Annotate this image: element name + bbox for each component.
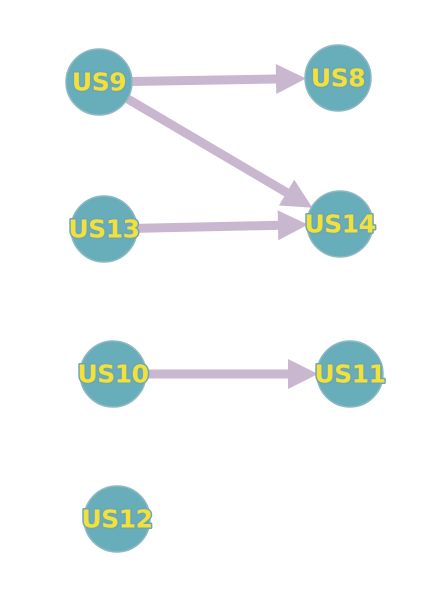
node-circle	[306, 190, 374, 258]
node-circle	[83, 485, 151, 553]
node-circle	[65, 48, 133, 116]
node-label: US13	[68, 215, 139, 244]
edge-us9-to-us14	[123, 93, 313, 208]
node-label: US8	[311, 64, 365, 93]
arrowhead	[275, 64, 307, 95]
edge-us9-to-us8	[129, 64, 307, 95]
edges-layer	[123, 64, 318, 389]
edge-line	[129, 74, 279, 86]
node-us13[interactable]: US13	[67, 195, 142, 263]
node-circle	[70, 195, 138, 263]
node-us8[interactable]: US8	[304, 44, 372, 112]
node-us12[interactable]: US12	[80, 485, 155, 553]
node-us11[interactable]: US11	[313, 340, 388, 408]
node-us14[interactable]: US14	[303, 190, 378, 258]
node-label: US11	[314, 360, 385, 389]
arrowhead	[278, 179, 313, 208]
edge-line	[123, 93, 291, 198]
arrowhead	[277, 210, 309, 241]
node-circle	[79, 340, 147, 408]
arrowhead	[288, 359, 318, 389]
edge-us10-to-us11	[144, 359, 318, 389]
edge-us13-to-us14	[134, 210, 309, 241]
node-circle	[304, 44, 372, 112]
node-us10[interactable]: US10	[76, 340, 151, 408]
node-label: US9	[72, 68, 126, 97]
edge-line	[134, 220, 281, 233]
node-us9[interactable]: US9	[65, 48, 133, 116]
node-label: US10	[77, 360, 148, 389]
node-label: US12	[81, 505, 152, 534]
node-label: US14	[304, 210, 375, 239]
node-circle	[316, 340, 384, 408]
